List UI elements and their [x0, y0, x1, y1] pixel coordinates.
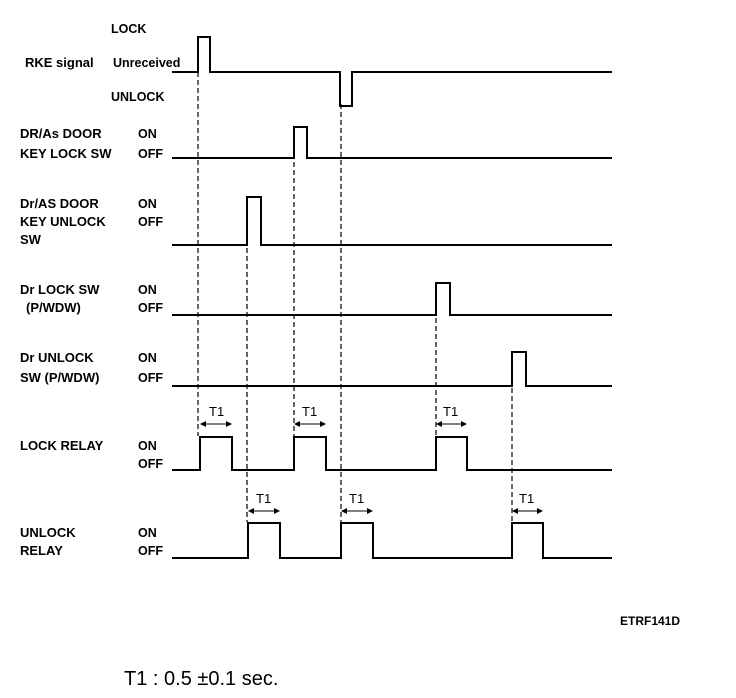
- figure-code: ETRF141D: [620, 614, 680, 628]
- unlock-relay-label-line2: RELAY: [20, 543, 63, 558]
- key-lock-label-line1: DR/As DOOR: [20, 126, 102, 141]
- unlock-relay-label-line1: UNLOCK: [20, 525, 76, 540]
- unlock-relay-off-state: OFF: [138, 544, 163, 558]
- lock-relay-waveform: [172, 436, 612, 471]
- key-unlock-on-state: ON: [138, 197, 157, 211]
- rke-signal-waveform: [172, 36, 612, 107]
- t1-label: T1: [302, 404, 317, 419]
- unlock-relay-waveform: [172, 522, 612, 559]
- dr-lock-label-line1: Dr LOCK SW: [20, 282, 100, 297]
- dr-unlock-label-line1: Dr UNLOCK: [20, 350, 94, 365]
- key-unlock-label-line2: KEY UNLOCK: [20, 214, 106, 229]
- key-lock-off-state: OFF: [138, 147, 163, 161]
- rke-signal-label: RKE signal: [25, 55, 94, 70]
- rke-lock-state: LOCK: [111, 22, 146, 36]
- t1-marker-unlock-1: T1: [248, 491, 280, 514]
- key-lock-on-state: ON: [138, 127, 157, 141]
- key-unlock-off-state: OFF: [138, 215, 163, 229]
- key-unlock-waveform: [172, 196, 612, 246]
- t1-label: T1: [209, 404, 224, 419]
- rke-unreceived-state: Unreceived: [113, 56, 180, 70]
- t1-label: T1: [349, 491, 364, 506]
- lock-relay-label: LOCK RELAY: [20, 438, 104, 453]
- dr-unlock-waveform: [172, 351, 612, 387]
- dr-lock-label-line2: (P/WDW): [26, 300, 81, 315]
- lock-relay-on-state: ON: [138, 439, 157, 453]
- t1-marker-unlock-2: T1: [341, 491, 373, 514]
- key-lock-waveform: [172, 126, 612, 159]
- rke-unlock-state: UNLOCK: [111, 90, 164, 104]
- t1-marker-lock-2: T1: [294, 404, 326, 427]
- t1-label: T1: [256, 491, 271, 506]
- t1-definition-note: T1 : 0.5 ±0.1 sec.: [124, 668, 278, 690]
- t1-marker-lock-3: T1: [436, 404, 467, 427]
- t1-marker-lock-1: T1: [200, 404, 232, 427]
- key-unlock-label-line3: SW: [20, 232, 42, 247]
- key-lock-label-line2: KEY LOCK SW: [20, 146, 112, 161]
- dr-lock-waveform: [172, 282, 612, 316]
- unlock-relay-on-state: ON: [138, 526, 157, 540]
- dr-lock-off-state: OFF: [138, 301, 163, 315]
- dr-lock-on-state: ON: [138, 283, 157, 297]
- key-unlock-label-line1: Dr/AS DOOR: [20, 196, 99, 211]
- lock-relay-off-state: OFF: [138, 457, 163, 471]
- t1-label: T1: [443, 404, 458, 419]
- t1-marker-unlock-3: T1: [512, 491, 543, 514]
- dr-unlock-on-state: ON: [138, 351, 157, 365]
- dr-unlock-off-state: OFF: [138, 371, 163, 385]
- dr-unlock-label-line2: SW (P/WDW): [20, 370, 99, 385]
- t1-label: T1: [519, 491, 534, 506]
